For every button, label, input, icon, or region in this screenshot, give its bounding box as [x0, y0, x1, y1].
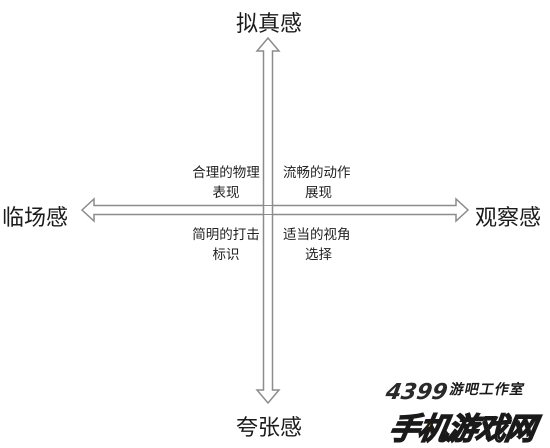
quadrant-top-left-line1: 合理的物理 — [192, 165, 260, 181]
watermark-studio: 游吧工作室 — [448, 382, 527, 398]
quadrant-bottom-left-line2: 标识 — [212, 247, 240, 263]
quadrant-bottom-right: 适当的视角 选择 — [283, 225, 351, 265]
watermark-number: 4399 — [383, 380, 450, 405]
quadrant-top-right: 流畅的动作 展现 — [283, 163, 351, 203]
horizontal-axis-arrow — [80, 197, 470, 223]
axis-label-bottom: 夸张感 — [236, 416, 303, 441]
quadrant-bottom-left-line1: 简明的打击 — [192, 227, 260, 243]
axis-label-right: 观察感 — [475, 206, 542, 231]
quadrant-top-left: 合理的物理 表现 — [186, 163, 266, 203]
vertical-axis-arrow — [255, 36, 281, 405]
quadrant-top-right-line1: 流畅的动作 — [283, 165, 351, 181]
watermark-logo: 4399 游吧工作室 手机游戏网 — [378, 376, 546, 448]
quadrant-bottom-right-line2: 选择 — [305, 247, 332, 263]
quadrant-top-right-line2: 展现 — [305, 185, 332, 201]
axis-label-left: 临场感 — [2, 206, 69, 231]
watermark-site: 手机游戏网 — [386, 411, 539, 448]
axis-label-top: 拟真感 — [236, 12, 303, 37]
quadrant-top-left-line2: 表现 — [212, 185, 240, 201]
quadrant-bottom-right-line1: 适当的视角 — [283, 227, 351, 243]
quadrant-bottom-left: 简明的打击 标识 — [186, 225, 266, 265]
